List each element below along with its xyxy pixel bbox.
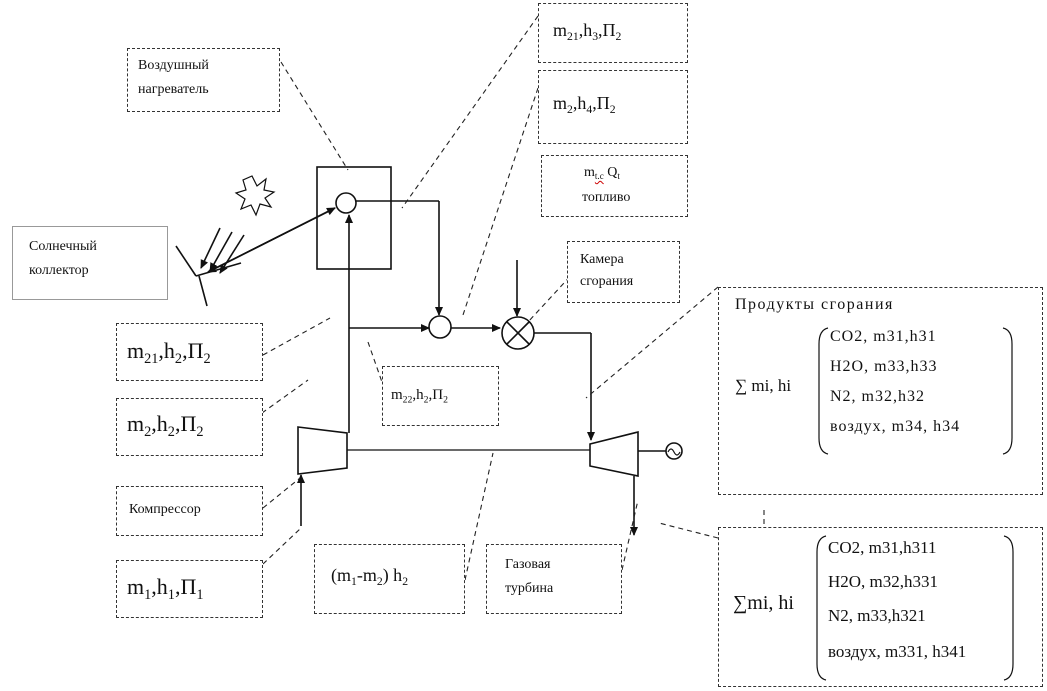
combustion-products-sum: ∑ mi, hi xyxy=(735,376,792,395)
exhaust-row-air: воздух, m331, h341 xyxy=(828,642,967,661)
products-right-bracket xyxy=(1002,327,1013,455)
combustion-chamber-label: Камера сгорания xyxy=(567,241,680,303)
air-heater-label: Воздушный нагреватель xyxy=(127,48,280,112)
stream-top-right-2-text: m2,h4,П2 xyxy=(553,93,616,117)
stream-top-right-1: m21,h3,П2 xyxy=(538,3,688,63)
exhaust-right-bracket xyxy=(1003,535,1014,681)
mixer-node xyxy=(428,315,452,339)
stream-left-2: m2,h2,П2 xyxy=(116,398,263,456)
solar-collector-label-line2: коллектор xyxy=(29,263,89,278)
products-row-n2: N2, m32,h32 xyxy=(830,388,925,405)
stream-inlet: m1,h1,П1 xyxy=(116,560,263,618)
air-heater-box xyxy=(316,166,392,270)
compressor-label-text: Компрессор xyxy=(129,502,201,517)
solar-collector-label-line1: Солнечный xyxy=(29,239,97,254)
exhaust-row-h2o: H2O, m32,h331 xyxy=(828,572,939,591)
gas-turbine-label: Газовая турбина xyxy=(486,544,622,614)
combustion-products-box: Продукты сгорания ∑ mi, hi CO2, m31,h31 … xyxy=(718,287,1043,495)
gas-turbine-label-line1: Газовая xyxy=(505,557,551,572)
stream-mid-split: m22,h2,П2 xyxy=(382,366,499,426)
compressor-label: Компрессор xyxy=(116,486,263,536)
stream-shaft: (m1-m2) h2 xyxy=(314,544,465,614)
stream-shaft-text: (m1-m2) h2 xyxy=(331,565,409,589)
products-left-bracket xyxy=(818,327,829,455)
combustion-products-title: Продукты сгорания xyxy=(735,296,894,313)
stream-inlet-text: m1,h1,П1 xyxy=(127,574,204,603)
sun-icon xyxy=(234,175,276,217)
solar-collector-label: Солнечный коллектор xyxy=(12,226,168,300)
turbine-shape xyxy=(589,430,639,477)
exhaust-row-co2: CO2, m31,h311 xyxy=(828,538,937,557)
stream-left-2-text: m2,h2,П2 xyxy=(127,411,204,440)
exhaust-products-box: ∑mi, hi CO2, m31,h311 H2O, m32,h331 N2, … xyxy=(718,527,1043,687)
stream-left-1-text: m21,h2,П2 xyxy=(127,338,211,367)
combustion-chamber-label-line2: сгорания xyxy=(580,274,634,289)
fuel-label: mt.c Qt топливо xyxy=(541,155,688,217)
exhaust-products-sum: ∑mi, hi xyxy=(733,592,794,614)
stream-mid-split-text: m22,h2,П2 xyxy=(391,387,449,406)
products-row-air: воздух, m34, h34 xyxy=(830,418,961,435)
products-row-h2o: H2O, m33,h33 xyxy=(830,358,938,375)
air-heater-label-line1: Воздушный xyxy=(138,58,209,73)
fuel-flow-text: mt.c Qt xyxy=(584,165,620,182)
gas-turbine-label-line2: турбина xyxy=(505,581,554,596)
air-heater-label-line2: нагреватель xyxy=(138,82,209,97)
products-row-co2: CO2, m31,h31 xyxy=(830,328,937,345)
heat-exchanger-node xyxy=(335,192,357,214)
exhaust-left-bracket xyxy=(816,535,827,681)
compressor-shape xyxy=(297,426,348,475)
exhaust-row-n2: N2, m33,h321 xyxy=(828,606,926,625)
stream-left-1: m21,h2,П2 xyxy=(116,323,263,381)
fuel-label-text: топливо xyxy=(582,190,631,205)
stream-top-right-2: m2,h4,П2 xyxy=(538,70,688,144)
combustion-chamber-label-line1: Камера xyxy=(580,252,624,267)
stream-top-right-1-text: m21,h3,П2 xyxy=(553,20,622,44)
